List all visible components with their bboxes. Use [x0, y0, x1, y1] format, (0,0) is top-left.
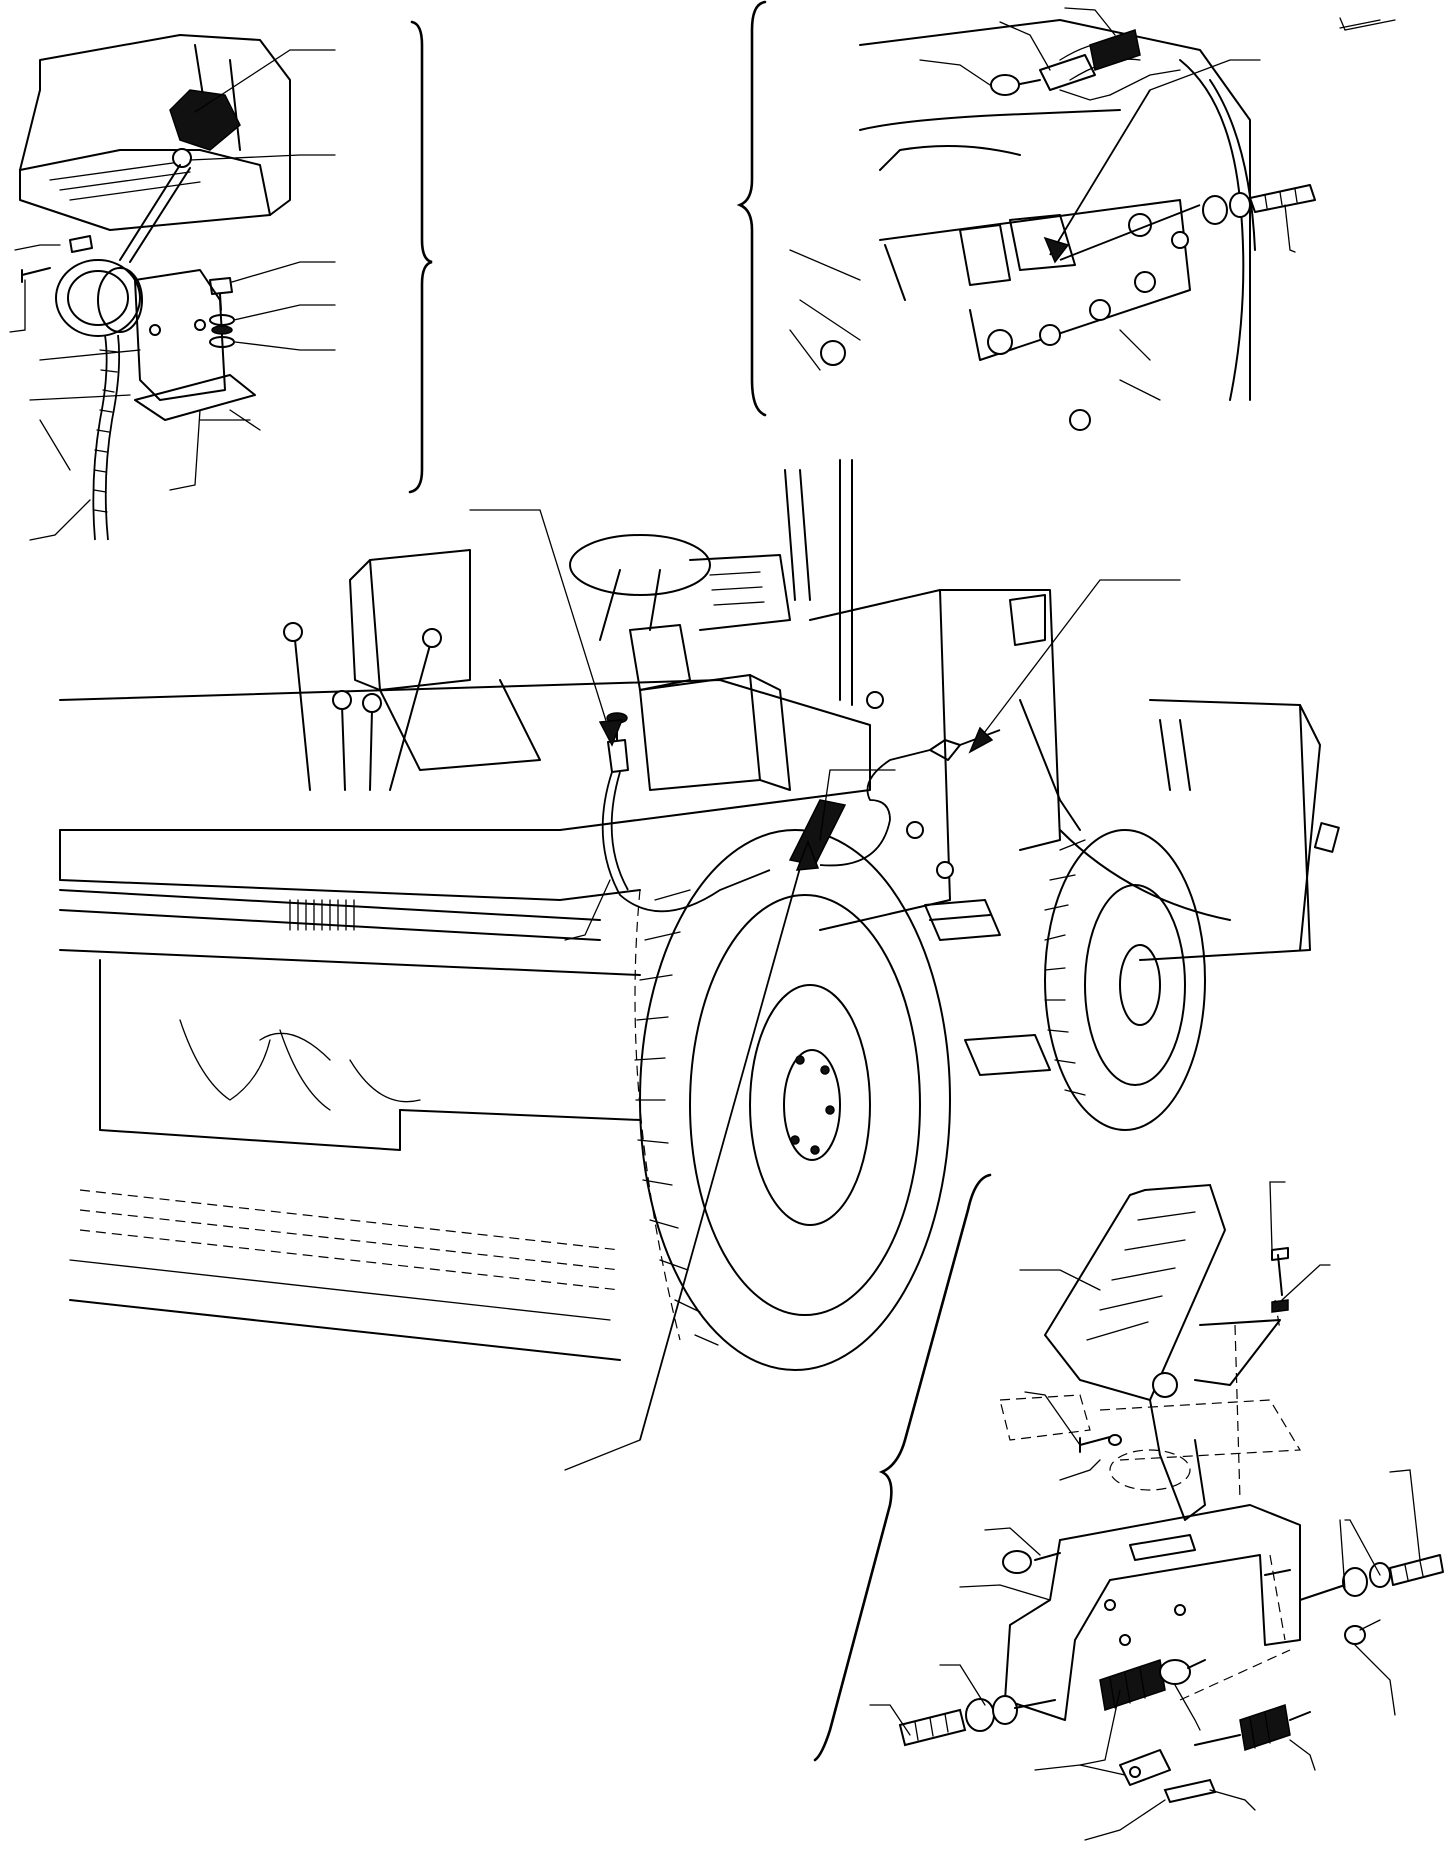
tyre-right: [1044, 829, 1206, 1131]
accelerator-pedal: [788, 799, 847, 866]
detail-bracket-bottom: [813, 1173, 992, 1762]
throttle-knob: [169, 89, 241, 151]
engine-linkage-detail: [736, 0, 1396, 431]
foot-pedal-detail: [813, 1173, 1444, 1841]
hand-throttle-detail: [9, 20, 433, 541]
machine-overview: [59, 459, 1340, 1471]
detail-bracket-right: [736, 0, 767, 417]
steering-wheel: [569, 534, 711, 596]
detail-bracket-left: [408, 20, 433, 494]
